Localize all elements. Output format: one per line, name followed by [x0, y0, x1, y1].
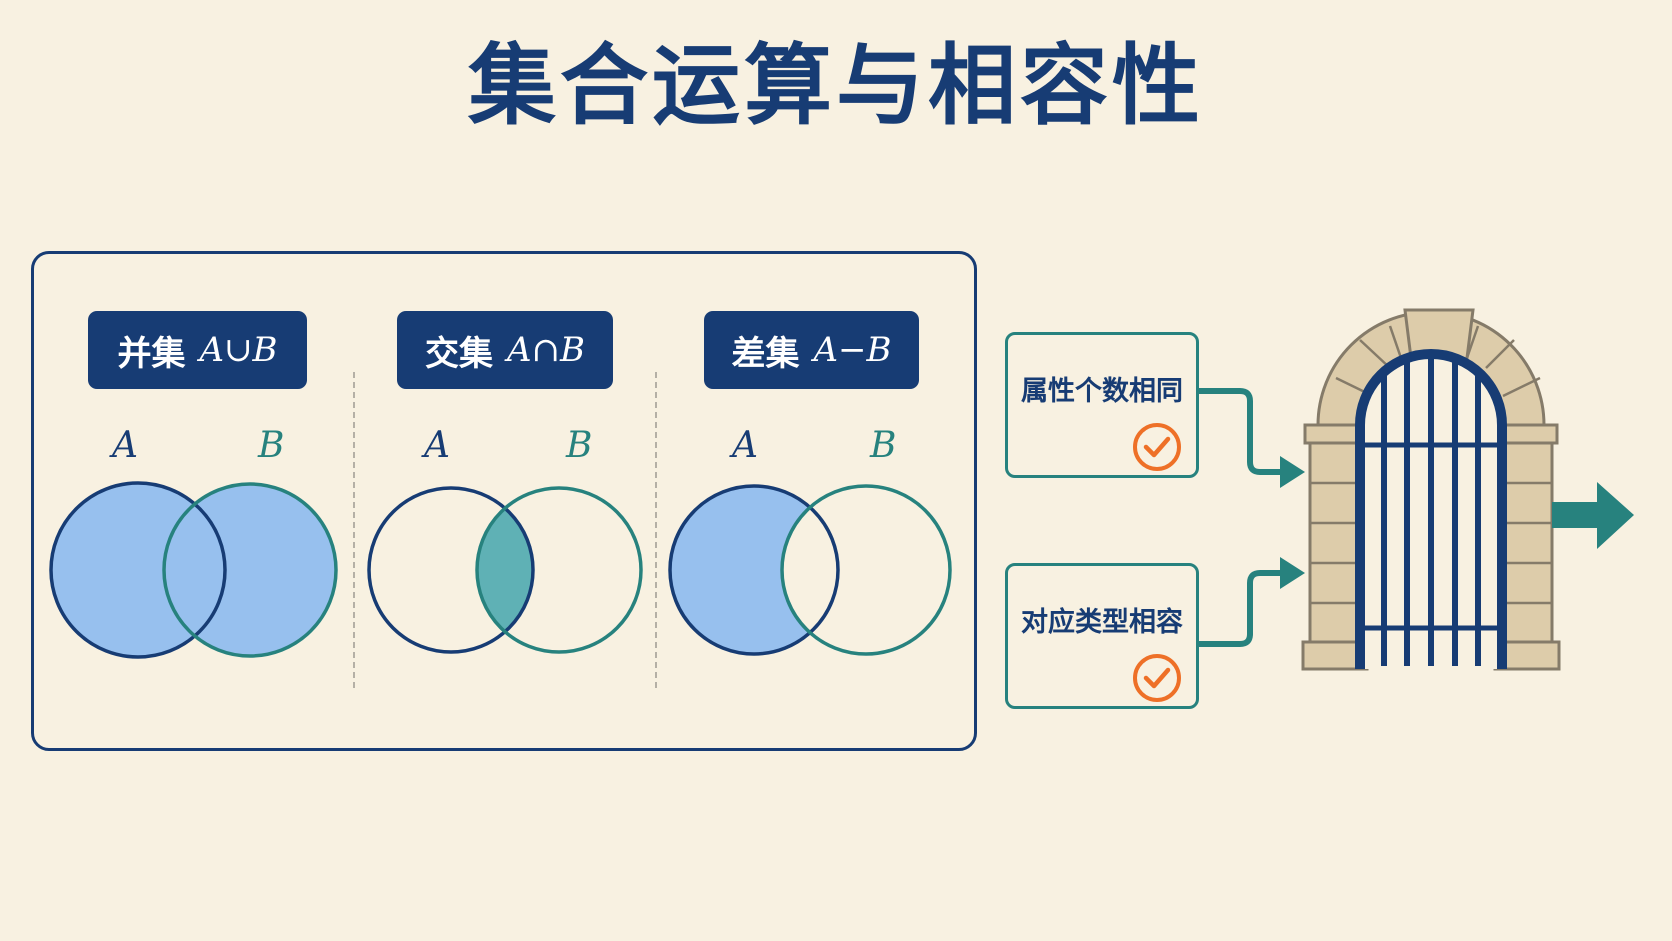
difference-name: 差集: [731, 333, 800, 374]
intersection-circle-a: [367, 486, 535, 654]
union-notation: A∪B: [199, 330, 278, 370]
difference-label-b: B: [870, 425, 897, 466]
intersection-name: 交集: [424, 333, 493, 374]
union-circle-b-outline: [162, 482, 338, 658]
intersection-circle-b: [475, 486, 643, 654]
intersection-venn: [367, 486, 643, 654]
condition-text: 属性个数相同: [1021, 376, 1183, 407]
output-arrow-shaft: [1552, 502, 1597, 528]
gate-pillar-left: [1308, 441, 1362, 644]
union-name: 并集: [117, 333, 186, 374]
condition-box-attribute-count: 属性个数相同: [1005, 332, 1199, 478]
gate-crossbars: [1360, 442, 1502, 631]
check-circle-icon: [1133, 423, 1181, 471]
union-circle-b: [164, 484, 336, 656]
condition-connectors: [1196, 388, 1287, 647]
difference-circle-a: [668, 484, 840, 656]
panel-divider: [655, 372, 657, 688]
union-label-a: A: [112, 425, 138, 466]
intersection-region: [477, 488, 533, 652]
connector-bottom: [1196, 570, 1287, 647]
page-title: 集合运算与相容性: [467, 34, 1204, 137]
intersection-badge: 交集 A∩B: [397, 311, 613, 389]
intersection-notation: A∩B: [506, 330, 586, 370]
gate-pillar-right: [1500, 441, 1554, 644]
difference-badge: 差集 A−B: [704, 311, 919, 389]
condition-text: 对应类型相容: [1021, 607, 1183, 638]
set-operations-panel: [31, 251, 977, 751]
output-arrow-icon: [1552, 482, 1634, 549]
union-circle-a-outline: [49, 481, 227, 659]
union-label-b: B: [258, 425, 285, 466]
difference-region: [670, 486, 838, 654]
connector-top-arrowhead: [1280, 456, 1305, 488]
difference-notation: A−B: [813, 330, 892, 370]
check-circle-icon: [1133, 654, 1181, 702]
difference-label-a: A: [732, 425, 758, 466]
output-arrow-head: [1597, 482, 1634, 549]
panel-divider: [353, 372, 355, 688]
condition-box-type-compatible: 对应类型相容: [1005, 563, 1199, 709]
connector-top: [1196, 388, 1287, 475]
intersection-label-b: B: [566, 425, 593, 466]
difference-venn: [668, 484, 952, 656]
connector-bottom-arrowhead: [1280, 557, 1305, 589]
union-venn: [49, 481, 338, 659]
gate-icon: [1301, 308, 1561, 671]
gate-bars: [1381, 354, 1481, 666]
difference-circle-b: [780, 484, 952, 656]
union-badge: 并集 A∪B: [88, 311, 307, 389]
intersection-label-a: A: [424, 425, 450, 466]
